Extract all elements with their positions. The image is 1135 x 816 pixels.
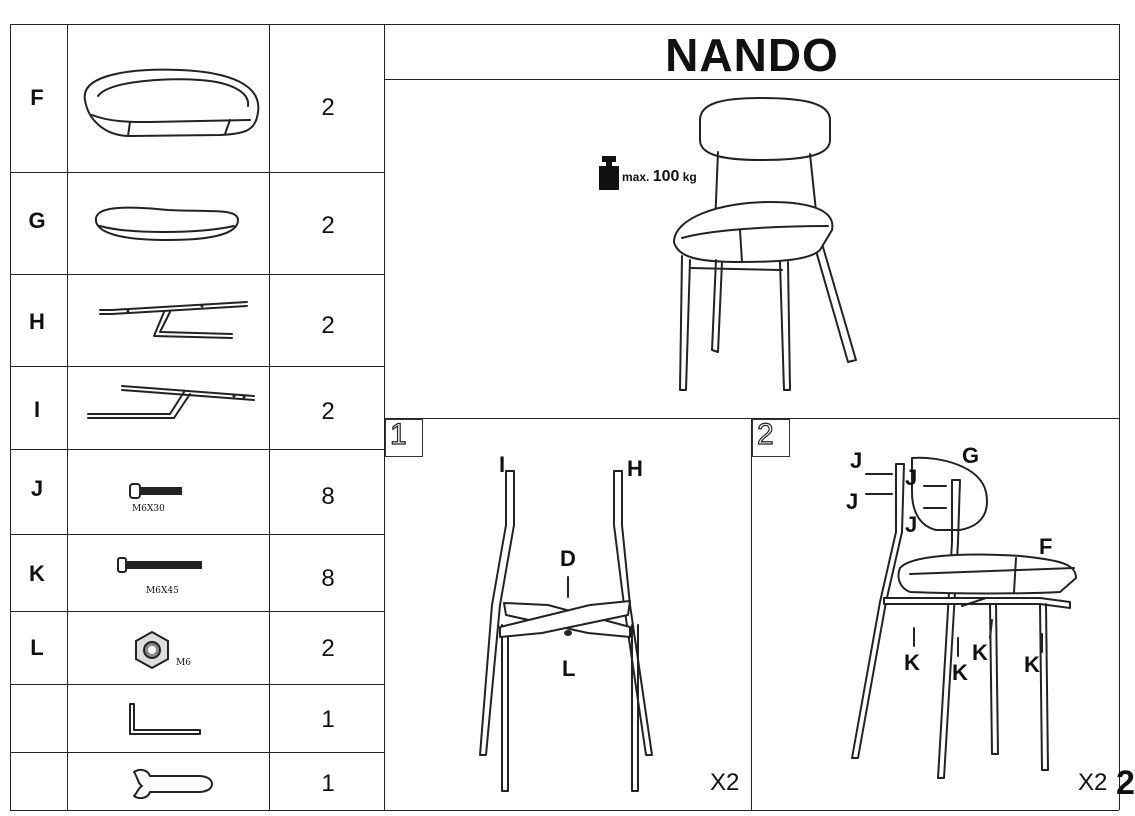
row-divider xyxy=(10,366,384,367)
step-2-frame-diagram xyxy=(851,456,1077,779)
col-divider-3 xyxy=(384,24,385,810)
nut-m6-icon xyxy=(135,630,169,670)
step-2-label-k: K xyxy=(972,640,988,665)
step-1-label-l: L xyxy=(562,656,576,681)
col-divider-2 xyxy=(269,24,270,810)
part-qty-l: 2 xyxy=(321,635,335,662)
part-qty-i: 2 xyxy=(321,398,335,425)
step-2-multiplier: X2 xyxy=(1078,769,1108,796)
backrest-pad-icon xyxy=(94,206,239,241)
part-letter-l: L xyxy=(30,635,44,660)
step-2-label-j: J xyxy=(850,448,863,473)
row-divider xyxy=(10,752,384,753)
row-divider xyxy=(10,449,384,450)
step-1-number: 1 xyxy=(389,417,407,451)
step-2-label-j: J xyxy=(846,489,859,514)
bolt-m6x30-code: M6X30 xyxy=(132,504,165,514)
part-letter-h: H xyxy=(29,309,45,334)
table-border-left xyxy=(10,24,11,810)
part-letter-f: F xyxy=(30,85,44,110)
part-letter-j: J xyxy=(30,476,44,501)
part-letter-k: K xyxy=(29,561,45,586)
part-qty-h: 2 xyxy=(321,312,335,339)
part-letter-g: G xyxy=(28,208,46,233)
step-2-label-f: F xyxy=(1039,534,1053,559)
frame-part-h-icon xyxy=(99,301,248,339)
step-1-multiplier: X2 xyxy=(710,769,740,796)
step-2-label-j: J xyxy=(905,512,918,537)
row-divider xyxy=(10,611,384,612)
page-border-right xyxy=(1119,24,1120,810)
step-2-label-k: K xyxy=(1024,652,1040,677)
part-qty-f: 2 xyxy=(321,94,335,121)
bolt-m6x45-icon xyxy=(117,557,202,573)
max-load-value: 100 xyxy=(652,168,680,185)
step-2-label-k: K xyxy=(904,650,920,675)
part-qty-g: 2 xyxy=(321,212,335,239)
frame-part-i-icon xyxy=(87,385,255,419)
bolt-m6x30-icon xyxy=(129,483,182,499)
step-2-label-j: J xyxy=(905,465,918,490)
max-load-prefix: max. xyxy=(622,170,650,184)
part-qty-j: 8 xyxy=(321,483,335,510)
max-load-label: max. 100 kg xyxy=(622,168,697,186)
page-number-fragment: 2 xyxy=(1116,764,1135,802)
product-title: NANDO xyxy=(665,29,839,81)
max-load-unit: kg xyxy=(682,170,697,184)
part-qty-k: 8 xyxy=(321,565,335,592)
assembled-chair-icon xyxy=(673,97,857,391)
row-divider xyxy=(10,274,384,275)
nut-m6-code: M6 xyxy=(176,658,191,668)
row-divider xyxy=(10,172,384,173)
seat-cushion-icon xyxy=(83,68,260,137)
step-2-label-g: G xyxy=(962,443,980,468)
table-border-bottom xyxy=(10,810,1119,811)
steps-divider xyxy=(751,418,752,810)
step-1-label-i: I xyxy=(499,452,506,477)
wrench-icon xyxy=(133,768,213,800)
step-1-label-d: D xyxy=(560,546,576,571)
part-letter-i: I xyxy=(33,397,41,422)
bolt-m6x45-code: M6X45 xyxy=(146,586,179,596)
row-divider xyxy=(10,684,384,685)
step-2-label-k: K xyxy=(952,660,968,685)
step-1-badge: 1 xyxy=(385,417,423,457)
row-divider xyxy=(10,534,384,535)
part-qty-wrench: 1 xyxy=(321,770,335,797)
weight-icon xyxy=(599,156,619,190)
table-border-top xyxy=(10,24,1119,25)
step-1-label-h: H xyxy=(627,456,643,481)
allen-key-icon xyxy=(129,703,201,735)
step-2-badge: 2 xyxy=(752,417,790,457)
step-1-frame-diagram xyxy=(479,470,653,792)
step-2-number: 2 xyxy=(756,417,774,451)
col-divider-1 xyxy=(67,24,68,810)
part-qty-allen-key: 1 xyxy=(321,706,335,733)
title-divider xyxy=(384,79,1119,80)
